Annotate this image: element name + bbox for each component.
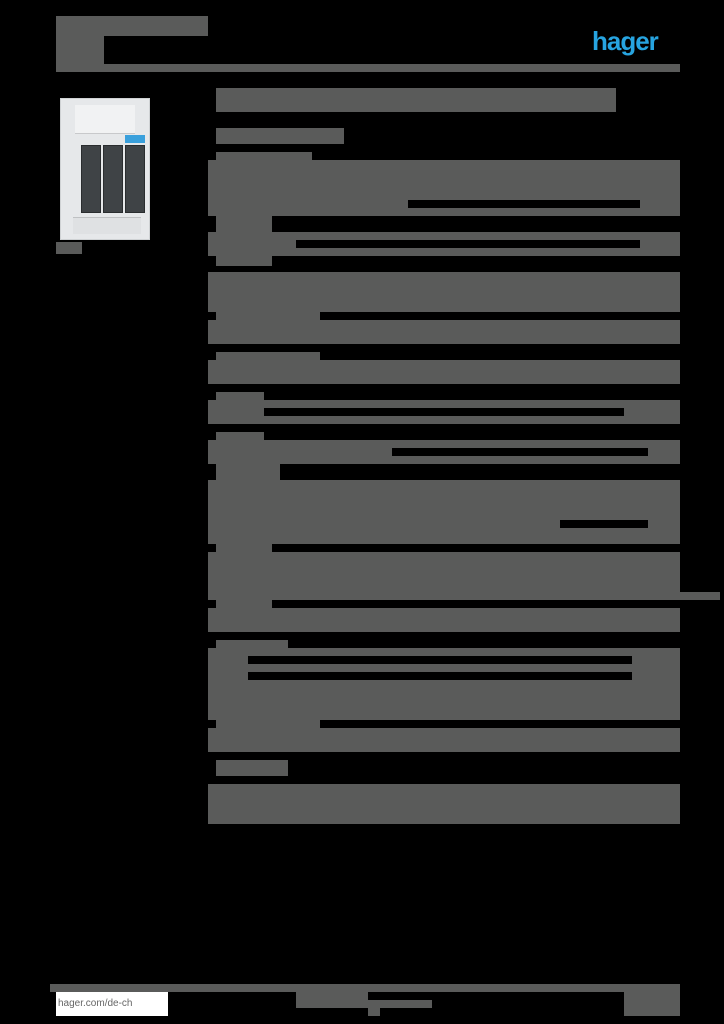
fuse-pole-1 <box>81 145 101 213</box>
header-title-redacted <box>56 16 208 36</box>
footer-right-redacted <box>624 992 680 1016</box>
header-subtitle2-redacted <box>56 54 104 64</box>
main-title-redacted <box>216 88 616 112</box>
fuse-pole-2 <box>103 145 123 213</box>
section-label-redacted <box>216 216 272 224</box>
main-subtitle-redacted <box>216 128 344 144</box>
section-row-redacted <box>208 456 680 464</box>
fuse-pole-3 <box>125 145 145 213</box>
section-row-redacted <box>624 408 680 416</box>
section-label-redacted <box>216 464 280 480</box>
hager-logo: hager <box>592 26 659 56</box>
section-label-redacted <box>216 544 272 552</box>
section-row-redacted <box>208 440 680 448</box>
section-row-extended-redacted <box>680 592 720 600</box>
section-row-redacted <box>208 528 680 544</box>
section-row-redacted <box>208 408 264 416</box>
section-label-redacted <box>216 352 320 360</box>
footer-divider <box>50 984 680 992</box>
section-row-redacted <box>208 248 680 256</box>
section-label-redacted <box>216 312 320 320</box>
section-row-redacted <box>208 240 296 248</box>
product-cover <box>75 105 135 134</box>
section-block-redacted <box>208 160 680 200</box>
section-block-redacted <box>208 680 680 720</box>
section-row-redacted <box>208 200 408 208</box>
section-block-redacted <box>208 608 680 632</box>
section-row-redacted <box>208 656 248 664</box>
section-row-redacted <box>208 664 680 672</box>
footer-center-redacted <box>368 1008 380 1016</box>
section-block-redacted <box>208 320 680 344</box>
section-label-redacted <box>216 152 312 160</box>
section-row-redacted <box>208 448 392 456</box>
image-caption-redacted <box>56 242 82 254</box>
section-row-redacted <box>208 232 680 240</box>
section-label-redacted <box>216 432 264 440</box>
header-divider <box>56 64 680 72</box>
section-label-redacted <box>216 600 272 608</box>
section-row-redacted <box>208 672 248 680</box>
section-row-redacted <box>208 648 680 656</box>
section-block-redacted <box>208 728 680 752</box>
section-row-redacted <box>208 400 680 408</box>
section-row-redacted <box>208 208 680 216</box>
section-row-redacted <box>632 656 680 664</box>
section-label-redacted <box>216 222 272 232</box>
section-label-redacted <box>216 256 272 266</box>
section-block-redacted <box>208 784 680 824</box>
section-block-redacted <box>208 552 680 592</box>
section-row-redacted <box>208 416 680 424</box>
section-row-redacted <box>208 592 680 600</box>
section-row-redacted <box>648 448 680 456</box>
product-blue-tag <box>125 135 145 143</box>
header-subtitle-redacted <box>56 36 104 54</box>
section-row-redacted <box>632 672 680 680</box>
section-block-redacted <box>208 480 680 520</box>
footer-url[interactable]: hager.com/de-ch <box>56 992 168 1016</box>
section-row-redacted <box>208 520 560 528</box>
section-label-redacted <box>216 640 288 648</box>
section-heading-redacted <box>216 760 288 776</box>
section-row-redacted <box>648 520 680 528</box>
section-row-redacted <box>640 240 680 248</box>
section-label-redacted <box>216 392 264 400</box>
section-row-redacted <box>640 200 680 208</box>
section-block-redacted <box>208 360 680 384</box>
product-image <box>60 98 150 240</box>
footer-center-redacted <box>368 1000 432 1008</box>
section-block-redacted <box>208 272 680 312</box>
section-label-redacted <box>216 720 320 728</box>
footer-center-redacted <box>296 992 368 1008</box>
product-base <box>73 217 141 234</box>
